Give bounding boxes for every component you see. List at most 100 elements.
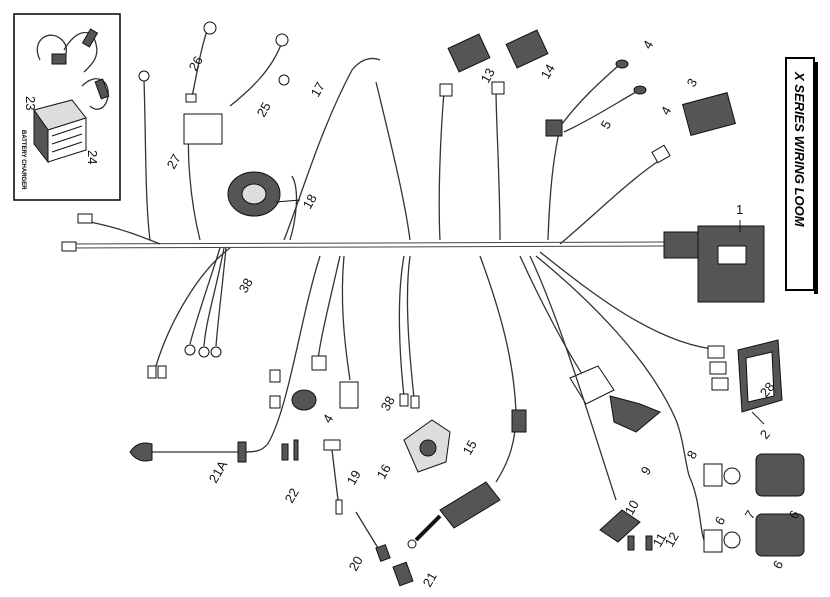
- lamp-7-bulb-a: [723, 467, 741, 485]
- ring-terminal-22a: [275, 33, 289, 47]
- callout-17: 18: [300, 191, 320, 211]
- callout-21a: 22: [282, 485, 302, 505]
- lead-13-b: [438, 91, 445, 241]
- diagram-title: X SERIES WIRING LOOM: [792, 71, 807, 228]
- lead-14: [479, 255, 517, 483]
- callout-4-left: 4: [320, 412, 337, 426]
- fuse-box: 28 2: [539, 251, 783, 442]
- plug-top-right: [651, 144, 671, 164]
- callout-27: 23: [23, 96, 38, 110]
- fuse-21a-2: [293, 439, 299, 461]
- callout-23: 26: [186, 53, 206, 73]
- headlamp-6-b: [755, 513, 805, 557]
- actuator-14-rod: [414, 514, 442, 542]
- callout-9: 9: [638, 464, 655, 478]
- fuse-21a: [281, 443, 289, 461]
- switch-20: [392, 561, 414, 587]
- callout-4-mid: 4: [658, 104, 675, 118]
- ecu-module: 1: [663, 202, 765, 303]
- charger-fin: [51, 141, 83, 153]
- title-frame: [785, 57, 815, 291]
- title-box: X SERIES WIRING LOOM: [785, 57, 818, 294]
- callout-6-b: 6: [712, 514, 729, 528]
- lamp-21: 21A 22: [129, 255, 321, 506]
- callout-13-b: 14: [538, 61, 558, 81]
- fuse-11: [627, 535, 635, 551]
- switch-38-body: [339, 381, 359, 409]
- ring-25-a: [184, 344, 196, 356]
- trunk-cable-core: [69, 242, 666, 248]
- callout-7: 7: [742, 508, 759, 522]
- charger-fin: [51, 125, 83, 137]
- charger-fin: [51, 133, 83, 145]
- charger-clip-1: [81, 28, 99, 48]
- module-9-body: [609, 395, 661, 433]
- callout-13-a: 13: [478, 65, 498, 85]
- plug-13-c: [491, 81, 505, 95]
- module-3-body: [682, 91, 736, 137]
- sensor-4a-lead: [561, 65, 619, 125]
- switch-10-body: [599, 509, 641, 543]
- plug-21-a: [269, 395, 281, 409]
- lead-7: [689, 477, 705, 541]
- lead-23: [191, 27, 209, 97]
- lead-8: [535, 255, 691, 479]
- ecu-face: [717, 245, 747, 265]
- plug-38: [311, 355, 327, 371]
- lead-21: [243, 255, 321, 453]
- fuse-plug-2: [709, 361, 727, 375]
- switch-cluster-38: 38 4: [291, 255, 398, 426]
- lead-22: [229, 41, 283, 107]
- callout-6-c: 6: [770, 558, 787, 572]
- module-9-connector: [569, 365, 615, 405]
- actuator-14-eye: [407, 539, 417, 549]
- motor-assembly-17: 17 18: [227, 57, 381, 241]
- callout-38: 38: [378, 393, 398, 413]
- plug-mid-a: [399, 393, 409, 407]
- fuses-18-20: 19 20 21: [323, 439, 440, 590]
- lead-38-a: [317, 255, 341, 361]
- lead-top-right: [559, 159, 661, 245]
- sensor-4b-lead: [563, 91, 637, 133]
- lamp-21-bulb: [129, 442, 153, 462]
- ring-terminal-22b: [278, 74, 290, 86]
- spur-25: 38: [147, 247, 256, 379]
- inset-label: BATTERY CHARGER: [20, 130, 26, 190]
- lead-16: [283, 57, 381, 241]
- switch-4-knob: [291, 389, 317, 411]
- lamp-7-bulb-b: [723, 531, 741, 549]
- middle-plugs: [398, 255, 420, 409]
- callout-16: 17: [308, 79, 328, 99]
- relay-13-a: [447, 33, 491, 73]
- lead-9: [519, 255, 587, 381]
- ring-25-c: [210, 346, 222, 358]
- connector-pair-13: 13 14: [375, 29, 558, 241]
- fuse-12: [645, 535, 653, 551]
- sensor-15-hub: [419, 439, 437, 457]
- plug-21-b: [269, 369, 281, 383]
- lead-38-b: [341, 255, 351, 381]
- main-trunk: [61, 213, 666, 252]
- callout-1: 1: [736, 202, 743, 217]
- charger-clip-2: [94, 78, 110, 100]
- lead-25-a: [155, 247, 231, 367]
- callout-12: 12: [662, 529, 682, 549]
- charger-plug: [51, 53, 67, 65]
- actuator-14: 15: [407, 255, 527, 549]
- fuse-plug-3: [711, 377, 729, 391]
- lead-25-d: [215, 247, 227, 347]
- fuse-holder-18: [323, 439, 341, 451]
- ring-terminal-24: [138, 70, 150, 82]
- leader-17: [275, 199, 301, 203]
- callout-20: 21: [420, 569, 440, 589]
- title-shadow: [814, 62, 818, 294]
- plug-25-b: [157, 365, 167, 379]
- lead-mid-a: [398, 255, 405, 397]
- battery-charger-inset: BATTERY CHARGER 23 24: [13, 13, 121, 201]
- ecu-connector-collar: [663, 231, 699, 259]
- lead-13-c: [495, 89, 501, 241]
- actuator-14-body: [439, 481, 501, 529]
- sensor-5-connector: [545, 119, 563, 137]
- sensor-4a-tip: [615, 59, 629, 69]
